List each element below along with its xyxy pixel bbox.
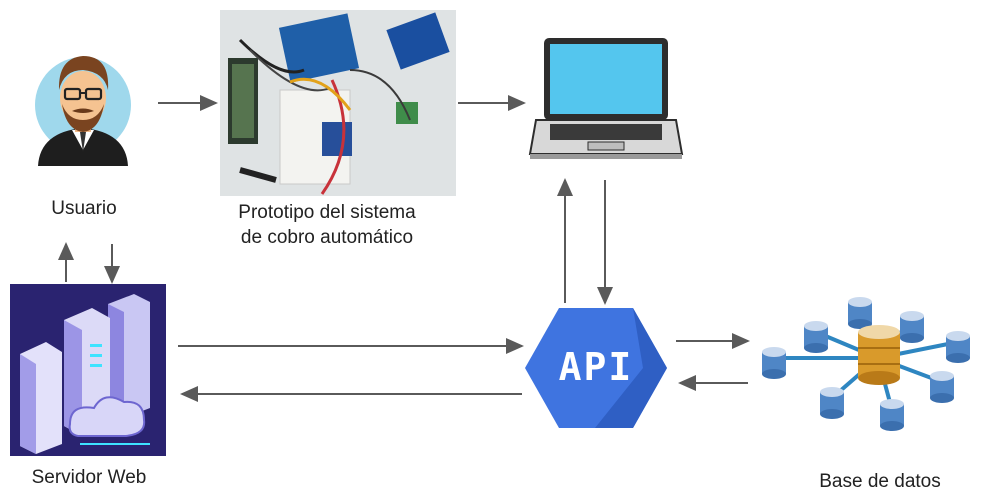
prototype-label: Prototipo del sistema de cobro automátic… — [196, 201, 458, 250]
laptop-node — [528, 36, 684, 162]
prototype-node — [220, 10, 456, 196]
database-node — [752, 288, 992, 436]
prototype-photo-icon — [220, 10, 456, 196]
prototype-label-line2: de cobro automático — [240, 226, 414, 248]
server-node — [10, 284, 166, 456]
server-icon — [10, 284, 166, 456]
api-hexagon-icon — [525, 308, 667, 428]
api-label: API — [558, 345, 634, 389]
database-satellites — [762, 297, 970, 431]
database-center-icon — [858, 325, 900, 385]
laptop-icon — [528, 38, 684, 159]
user-avatar-icon — [35, 56, 131, 166]
server-label: Servidor Web — [31, 467, 147, 488]
database-label: Base de datos — [819, 471, 941, 492]
database-network-icon — [762, 297, 970, 431]
api-node: API — [523, 305, 669, 431]
prototype-label-line1: Prototipo del sistema — [238, 202, 416, 223]
user-label: Usuario — [51, 198, 117, 219]
user-node — [28, 40, 138, 166]
